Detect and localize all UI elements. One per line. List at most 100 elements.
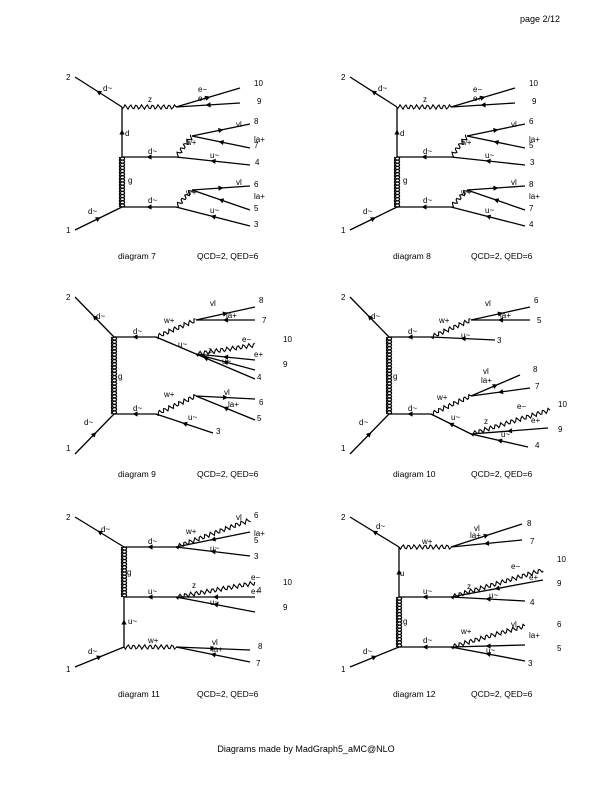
fermion-arrow [90,432,97,438]
fermion-arrow [407,334,413,340]
particle-label: la+ [254,135,265,144]
fermion-arrow [448,422,455,428]
diagram-caption: diagram 10 [393,469,436,479]
particle-label: e+ [254,350,263,359]
particle-label: 1 [341,665,346,674]
diagrams-layer: 2d~ze−e+109dd~gw+vlla+u~874d~w+vlla+u~65… [66,73,567,699]
particle-label: d~ [408,327,417,336]
particle-label: d~ [84,418,93,427]
particle-label: d~ [423,196,432,205]
particle-label: la+ [470,531,481,540]
particle-label: u~ [451,413,460,422]
coupling-orders: QCD=2, QED=6 [197,469,259,479]
fermion-arrow [218,185,224,191]
particle-label: e+ [473,94,482,103]
fermion-arrow [132,411,138,417]
particle-label: u~ [210,206,219,215]
particle-label: d~ [408,404,417,413]
fermion-arrow [147,544,153,550]
particle-label: g [403,176,407,185]
fermion-arrow [222,354,229,360]
coupling-orders: QCD=2, QED=6 [471,469,533,479]
particle-label: z [208,346,212,355]
particle-label: vl [485,299,491,308]
fermion-arrow [494,585,500,591]
particle-label: vl [483,367,489,376]
particle-label: la+ [254,192,265,201]
particle-label: w+ [436,393,448,402]
particle-label: d~ [378,84,387,93]
diagram-caption: diagram 9 [118,469,156,479]
particle-label: d~ [363,647,372,656]
diagram-caption: diagram 8 [393,251,431,261]
particle-label: 9 [558,425,563,434]
fermion-arrow [485,214,492,220]
particle-label: vl [210,299,216,308]
particle-label: d~ [371,312,380,321]
diagram-5: 2d~d~w+vlla+u~653gu~ze−e+u~1094u~w+vlla+… [66,511,292,699]
fermion-arrow [210,645,216,651]
particle-label: u~ [210,598,219,607]
fermion-arrow [146,204,152,210]
boson-line [398,543,452,551]
particle-label: u~ [188,413,197,422]
fermion-arrow [218,198,225,204]
fermion-arrow [212,594,219,600]
boson-line [175,190,194,209]
particle-label: e− [242,335,251,344]
particle-label: g [127,568,131,577]
particle-label: e− [251,573,260,582]
particle-label: 8 [533,365,538,374]
particle-label: d [125,129,129,138]
particle-label: u~ [501,430,510,439]
fermion-arrow [460,336,466,342]
particle-label: 3 [528,659,533,668]
coupling-orders: QCD=2, QED=6 [197,251,259,261]
diagram-6: 2d~w+vlla+87uu~ze−e+u~1094gd~w+vlla+u~65… [341,513,566,699]
boson-line [450,190,469,209]
fermion-arrow [493,139,499,146]
boson-line [155,393,197,417]
particle-label: d~ [363,207,372,216]
fermion-arrow [205,102,211,108]
fermion-arrow [396,569,402,575]
particle-label: 5 [254,536,259,545]
particle-label: w+ [147,636,159,645]
particle-label: 2 [66,293,71,302]
particle-label: 9 [532,97,537,106]
particle-label: u~ [178,340,187,349]
particle-label: vl [236,178,242,187]
particle-label: 4 [529,220,534,229]
fermion-arrow [422,594,428,600]
particle-label: w+ [185,188,197,197]
fermion-arrow [119,129,125,135]
particle-label: 4 [535,441,540,450]
particle-label: d~ [376,522,385,531]
fermion-arrow [372,530,379,536]
diagram-caption: diagram 7 [118,251,156,261]
particle-label: 10 [283,335,292,344]
particle-label: w+ [421,537,433,546]
particle-label: 7 [254,141,259,150]
particle-label: 5 [529,141,534,150]
fermion-arrow [210,549,216,555]
boson-line [450,134,468,158]
boson-line [396,103,452,111]
particle-label: 4 [257,586,262,595]
particle-label: la+ [529,135,540,144]
particle-label: 7 [529,204,534,213]
particle-label: w+ [438,316,450,325]
particle-label: 9 [557,579,562,588]
particle-label: d~ [101,525,110,534]
particle-label: d~ [148,196,157,205]
boson-line [123,643,177,651]
boson-line [450,568,544,600]
particle-label: u~ [485,151,494,160]
gluon-line [120,546,128,598]
fermion-arrow [182,421,188,427]
fermion-arrow [218,127,224,134]
particle-label: u~ [128,617,137,626]
particle-label: z [467,582,471,591]
particle-label: 3 [216,427,221,436]
particle-label: 1 [66,444,71,453]
